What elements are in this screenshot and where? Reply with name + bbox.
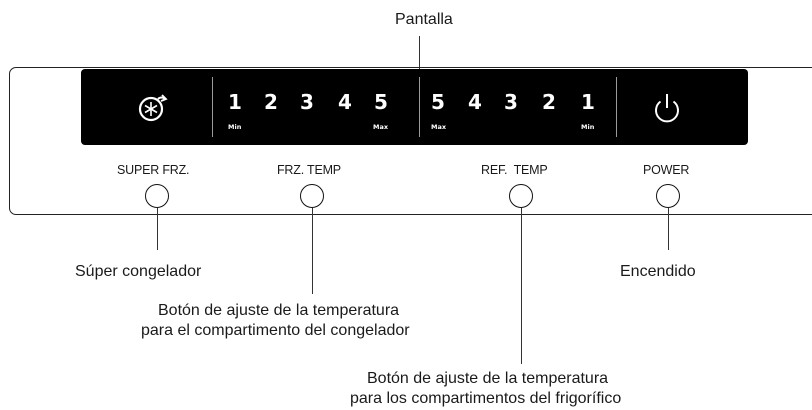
power-label: POWER	[643, 163, 690, 177]
fridge-temp-button[interactable]	[509, 184, 533, 208]
fridge-level-2: 2	[542, 90, 556, 114]
frz-temp-label: FRZ. TEMP	[277, 163, 341, 177]
power-callout: Encendido	[620, 263, 696, 280]
power-button[interactable]	[656, 184, 680, 208]
freezer-min-label: Min	[228, 123, 242, 131]
control-panel	[9, 67, 812, 215]
fridge-level-5: 5	[431, 90, 445, 114]
fridge-min-label: Min	[581, 123, 595, 131]
display-separator-right	[616, 77, 617, 137]
freezer-temp-button[interactable]	[300, 184, 324, 208]
display-screen: 1 2 3 4 5 Min Max 5 4 3 2 1 Max Min	[81, 69, 748, 145]
fridge-level-3: 3	[504, 90, 518, 114]
super-freezer-callout: Súper congelador	[75, 263, 202, 280]
freezer-level-2: 2	[264, 90, 278, 114]
fridge-level-4: 4	[468, 90, 482, 114]
super-freeze-button[interactable]	[145, 184, 169, 208]
freezer-level-1: 1	[228, 90, 242, 114]
freezer-level-3: 3	[300, 90, 314, 114]
fridge-temp-callout-line2: para los compartimentos del frigorífico	[350, 390, 622, 407]
super-frz-label: SUPER FRZ.	[117, 163, 190, 177]
freezer-temp-leader	[312, 208, 313, 294]
display-separator-left	[212, 77, 213, 137]
fridge-temp-callout-line1: Botón de ajuste de la temperatura	[367, 370, 609, 387]
freezer-level-5: 5	[374, 90, 388, 114]
fridge-temp-leader	[521, 208, 522, 364]
snowflake-circle-arrow-icon	[136, 92, 170, 124]
display-callout-line	[419, 36, 420, 70]
freezer-temp-callout-line2: para el compartimento del congelador	[141, 322, 410, 339]
display-callout: Pantalla	[395, 11, 453, 28]
power-icon	[651, 91, 683, 127]
ref-temp-label: REF. TEMP	[481, 163, 548, 177]
fridge-max-label: Max	[431, 123, 447, 131]
fridge-level-1: 1	[581, 90, 595, 114]
display-separator-middle	[419, 77, 420, 137]
freezer-level-4: 4	[338, 90, 352, 114]
freezer-max-label: Max	[373, 123, 389, 131]
power-leader	[668, 208, 669, 250]
freezer-temp-callout-line1: Botón de ajuste de la temperatura	[158, 302, 400, 319]
super-freeze-leader	[157, 208, 158, 250]
